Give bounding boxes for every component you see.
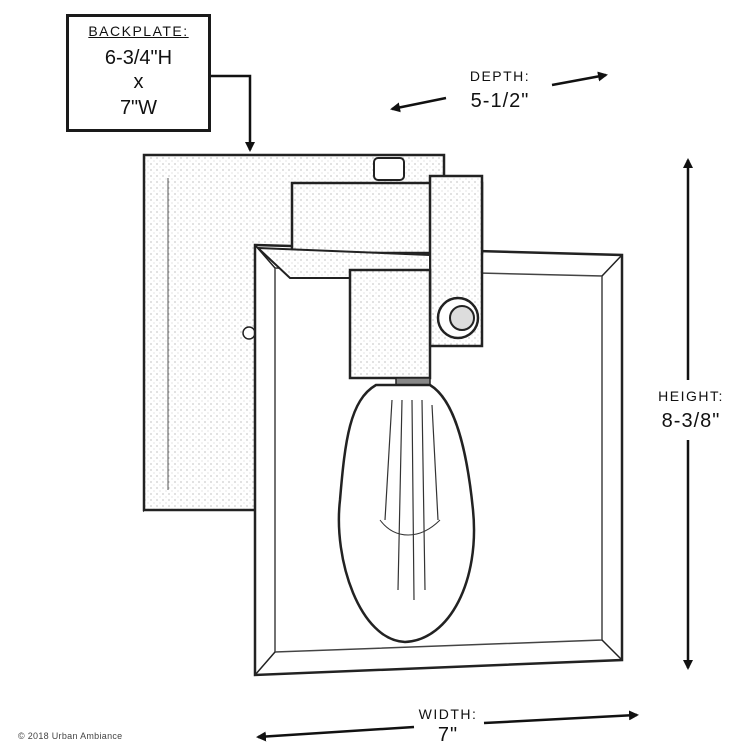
height-value: 8-3/8" bbox=[661, 410, 721, 432]
copyright-notice: © 2018 Urban Ambiance bbox=[18, 731, 123, 741]
depth-label: DEPTH: bbox=[469, 68, 531, 84]
backplate-height-value: 6-3/4"H bbox=[104, 47, 173, 69]
backplate-title: BACKPLATE: bbox=[88, 23, 189, 39]
width-arrow-left bbox=[256, 725, 415, 742]
width-label: WIDTH: bbox=[418, 706, 478, 722]
backplate-callout-arrow bbox=[211, 74, 255, 152]
edison-bulb bbox=[337, 383, 476, 644]
width-arrow-right bbox=[483, 710, 639, 725]
backplate-times-sign: x bbox=[133, 71, 144, 93]
backplate-callout-box: BACKPLATE: 6-3/4"H x 7"W bbox=[66, 14, 211, 132]
width-value: 7" bbox=[437, 724, 459, 746]
depth-arrow-right bbox=[551, 71, 608, 87]
height-label: HEIGHT: bbox=[658, 388, 724, 404]
depth-value: 5-1/2" bbox=[470, 90, 530, 112]
backplate-width-value: 7"W bbox=[119, 97, 158, 119]
depth-arrow-left bbox=[390, 96, 447, 113]
mounting-arm bbox=[290, 157, 484, 348]
